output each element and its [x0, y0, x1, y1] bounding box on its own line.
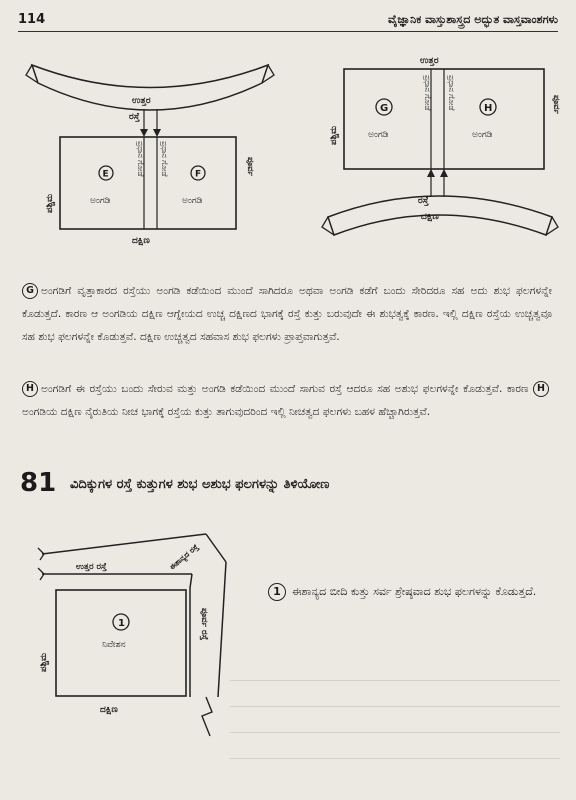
diagram-plot-1: ಉತ್ತರ ರಸ್ತೆ ಈಶಾನ್ಯದ ರಸ್ತೆ ಪೂರ್ವ ರಸ್ತೆ 1 … [37, 533, 227, 737]
northeast-road-label: ಈಶಾನ್ಯದ ರಸ್ತೆ [168, 542, 202, 573]
shop-f-marker: F [195, 170, 201, 180]
west-label: ಪಶ್ಚಿಮ [329, 125, 340, 145]
plot-block [55, 589, 187, 697]
shop-block-e-f [59, 136, 237, 230]
diagram-shops-g-h: ಉತ್ತರ G H ಅಂಗಡಿ ಅಂಗಡಿ ಪ್ರಧಾನ ಗೋಡೆ ಪ್ರಧಾನ… [321, 56, 561, 236]
note-1-marker: 1 [268, 583, 286, 601]
note-plot-1: 1 ಈಶಾನ್ಯದ ಬೀದಿ ಕುತ್ತು ಸರ್ವ ಶ್ರೇಷ್ಠವಾದ ಶುಭ… [268, 580, 558, 604]
road-arrow-left [427, 169, 435, 177]
page-number: 114 [18, 12, 46, 27]
shop-g-marker: G [380, 103, 388, 114]
road-label: ರಸ್ತೆ [418, 195, 429, 206]
shop-h-marker: H [22, 381, 38, 397]
curved-road-south [327, 195, 553, 236]
plot-label: ನಿವೇಶನ [102, 640, 126, 650]
road-arrow-left [140, 129, 148, 137]
shop-g-label: ಅಂಗಡಿ [368, 130, 389, 140]
north-label: ಉತ್ತರ [420, 56, 439, 66]
road-arrow-right [440, 169, 448, 177]
paragraph-h-text-before: ಅಂಗಡಿಗೆ ಈ ರಸ್ತೆಯು ಬಂದು ಸೇರುವ ಮತ್ತು ಅಂಗಡಿ… [41, 383, 529, 395]
shop-e-marker: E [103, 170, 109, 180]
plot-marker: 1 [118, 618, 125, 629]
south-label: ದಕ್ಷಿಣ [132, 236, 150, 246]
bleed-through-line [230, 732, 560, 733]
page-header: 114 ವೈಜ್ಞಾನಿಕ ವಾಸ್ತುಶಾಸ್ತ್ರದ ಅದ್ಭುತ ವಾಸ್… [18, 10, 558, 32]
bleed-through-line [230, 680, 560, 681]
south-label: ದಕ್ಷಿಣ [100, 705, 118, 715]
diagram-shops-e-f: ಉತ್ತರ ರಸ್ತೆ E F ಅಂಗಡಿ ಅಂಗಡಿ ಪ್ರಧಾನ ಗೋಡೆ … [25, 63, 275, 246]
road-label: ರಸ್ತೆ [129, 111, 140, 122]
paragraph-g-text: ಅಂಗಡಿಗೆ ವೃತ್ತಾಕಾರದ ರಸ್ತೆಯು ಅಂಗಡಿ ಕಡೆಯಿಂದ… [22, 285, 552, 343]
wall-label-right: ಪ್ರಧಾನ ಗೋಡೆ [160, 140, 169, 177]
bleed-through-line [230, 758, 560, 759]
east-road-label: ಪೂರ್ವ ರಸ್ತೆ [199, 608, 210, 641]
note-1-text: ಈಶಾನ್ಯದ ಬೀದಿ ಕುತ್ತು ಸರ್ವ ಶ್ರೇಷ್ಠವಾದ ಶುಭ … [292, 585, 537, 598]
shop-h-label: ಅಂಗಡಿ [472, 130, 493, 140]
section-heading: 81 ವಿದಿಕ್ಕುಗಳ ರಸ್ತೆ ಕುತ್ತುಗಳ ಶುಭ ಅಶುಭ ಫಲ… [20, 468, 560, 502]
shop-g-marker: G [22, 283, 38, 299]
running-title: ವೈಜ್ಞಾನಿಕ ವಾಸ್ತುಶಾಸ್ತ್ರದ ಅದ್ಭುತ ವಾಸ್ತವಾಂ… [388, 13, 558, 26]
wall-label-right: ಪ್ರಧಾನ ಗೋಡೆ [447, 74, 456, 111]
section-title: ವಿದಿಕ್ಕುಗಳ ರಸ್ತೆ ಕುತ್ತುಗಳ ಶುಭ ಅಶುಭ ಫಲಗಳನ… [70, 477, 330, 492]
east-label: ಪೂರ್ವ [245, 157, 255, 177]
section-number: 81 [20, 468, 57, 498]
bleed-through-line [230, 706, 560, 707]
south-label: ದಕ್ಷಿಣ [421, 212, 439, 222]
north-road-label: ಉತ್ತರ ರಸ್ತೆ [76, 561, 108, 572]
east-label: ಪೂರ್ವ [551, 95, 561, 115]
shop-h-inline-marker: H [533, 381, 549, 397]
road-arrow-right [153, 129, 161, 137]
paragraph-h-text-after: ಅಂಗಡಿಯ ದಕ್ಷಿಣ ನೈರುತಿಯ ನೀಚ ಭಾಗಕ್ಕೆ ರಸ್ತೆಯ… [22, 406, 431, 418]
wall-label-left: ಪ್ರಧಾನ ಗೋಡೆ [423, 74, 432, 111]
shop-h-marker: H [484, 103, 492, 114]
west-label: ಪಶ್ಚಿಮ [45, 193, 56, 213]
shop-f-label: ಅಂಗಡಿ [182, 196, 203, 206]
wall-label-left: ಪ್ರಧಾನ ಗೋಡೆ [136, 140, 145, 177]
north-label: ಉತ್ತರ [132, 96, 151, 106]
shop-e-label: ಅಂಗಡಿ [90, 196, 111, 206]
west-label: ಪಶ್ಚಿಮ [39, 652, 50, 672]
